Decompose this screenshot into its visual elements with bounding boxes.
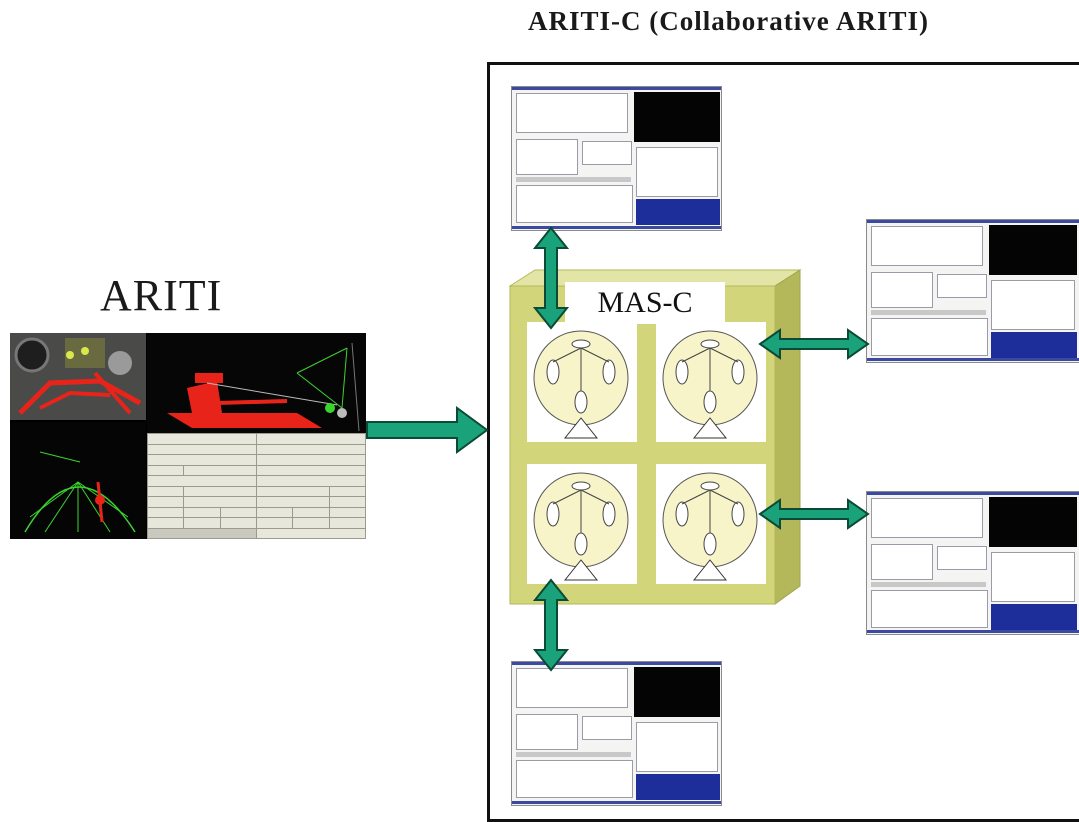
ariti-screenshot: [10, 333, 366, 539]
agent-panel-4: [656, 464, 766, 584]
bidirectional-arrow-icon: [533, 578, 569, 672]
camera-scene: [10, 333, 146, 420]
agent-panel-3: [527, 464, 637, 584]
bidirectional-arrow-icon: [533, 226, 569, 330]
mas-c-label: MAS-C: [565, 282, 725, 324]
client-screenshot-right-bottom: [866, 491, 1079, 635]
bidirectional-arrow-icon: [758, 498, 870, 530]
bidirectional-arrow-icon: [758, 328, 870, 360]
client-screenshot-right-top: [866, 219, 1079, 363]
camera-view-top: [10, 333, 146, 420]
client-screenshot-top: [511, 86, 722, 231]
control-panel: [146, 433, 366, 539]
agent-panel-1: [527, 322, 637, 442]
wireframe-scene: [10, 422, 146, 539]
right-arrow-icon: [366, 406, 489, 454]
virtual-robot-scene: [147, 333, 366, 433]
control-grid: [146, 433, 366, 539]
ariti-title: ARITI: [100, 271, 223, 320]
camera-view-bottom: [10, 422, 146, 539]
virtual-3d-view: [147, 333, 366, 433]
agent-panel-2: [656, 322, 766, 442]
ariti-c-title: ARITI-C (Collaborative ARITI): [528, 6, 930, 36]
client-screenshot-bottom: [511, 661, 722, 806]
